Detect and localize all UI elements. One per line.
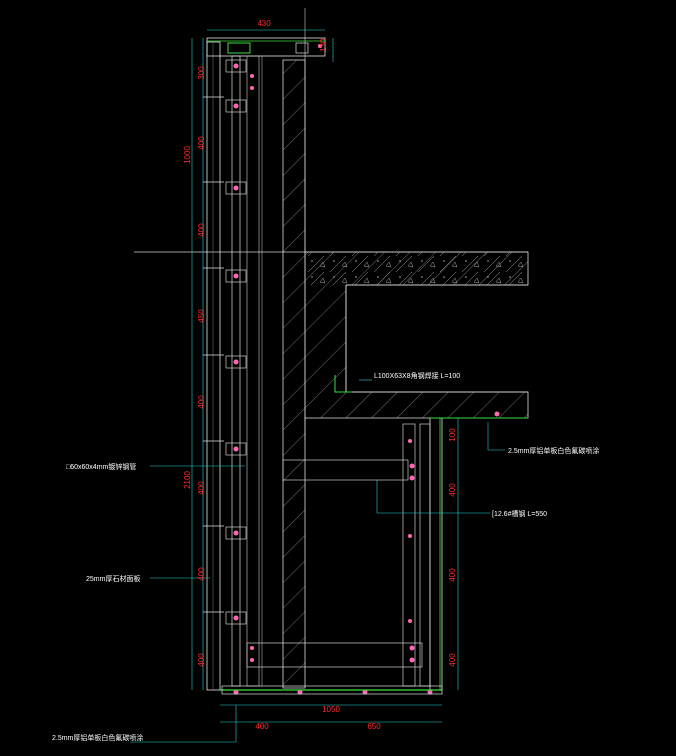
top-cap (206, 37, 326, 57)
channel-steel-bottom (246, 642, 423, 668)
dim-right-3: 400 (448, 653, 457, 667)
dim-inner-1: 400 (197, 136, 206, 150)
dim-inner-5: 400 (197, 481, 206, 495)
label-angle-steel: L100X63X8角钢焊接 L=100 (374, 371, 460, 380)
label-stone-panel: 25mm厚石材面板 (86, 574, 140, 583)
dim-top-width: 430 (257, 19, 271, 28)
dim-bottom-right: 650 (367, 722, 381, 731)
stone-panel (206, 41, 221, 691)
dim-inner-2: 400 (197, 223, 206, 237)
label-steel-tube: □60x60x4mm镀锌钢管 (66, 462, 136, 471)
label-aluminum-bottom: 2.5mm厚铝单板白色氟碳喷涂 (52, 733, 143, 742)
dim-right-2: 400 (448, 568, 457, 582)
dim-bottom-left: 400 (255, 722, 269, 731)
label-aluminum-top: 2.5mm厚铝单板白色氟碳喷涂 (508, 446, 599, 455)
angle-steel (334, 375, 352, 393)
top-bracket (227, 42, 251, 54)
dim-inner-6: 400 (197, 567, 206, 581)
channel-steel-top (282, 459, 409, 481)
dim-inner-7: 400 (197, 653, 206, 667)
dim-right-0: 100 (448, 428, 457, 442)
fixing-brackets (225, 59, 247, 625)
dim-right-1: 400 (448, 483, 457, 497)
label-channel-steel: [12.6#槽钢 L=550 (492, 509, 547, 518)
dim-inner-4: 400 (197, 395, 206, 409)
steel-tube (231, 55, 241, 687)
dim-top-right: 130 (319, 38, 328, 52)
steel-tube-2 (246, 55, 260, 687)
dim-1000: 1000 (183, 146, 192, 164)
dim-inner-3: 450 (197, 309, 206, 323)
dim-inner-0: 300 (197, 66, 206, 80)
dim-bottom-total: 1050 (322, 705, 340, 714)
dim-2100: 2100 (183, 471, 192, 489)
concrete-slab (305, 252, 528, 285)
bolts (233, 44, 500, 695)
